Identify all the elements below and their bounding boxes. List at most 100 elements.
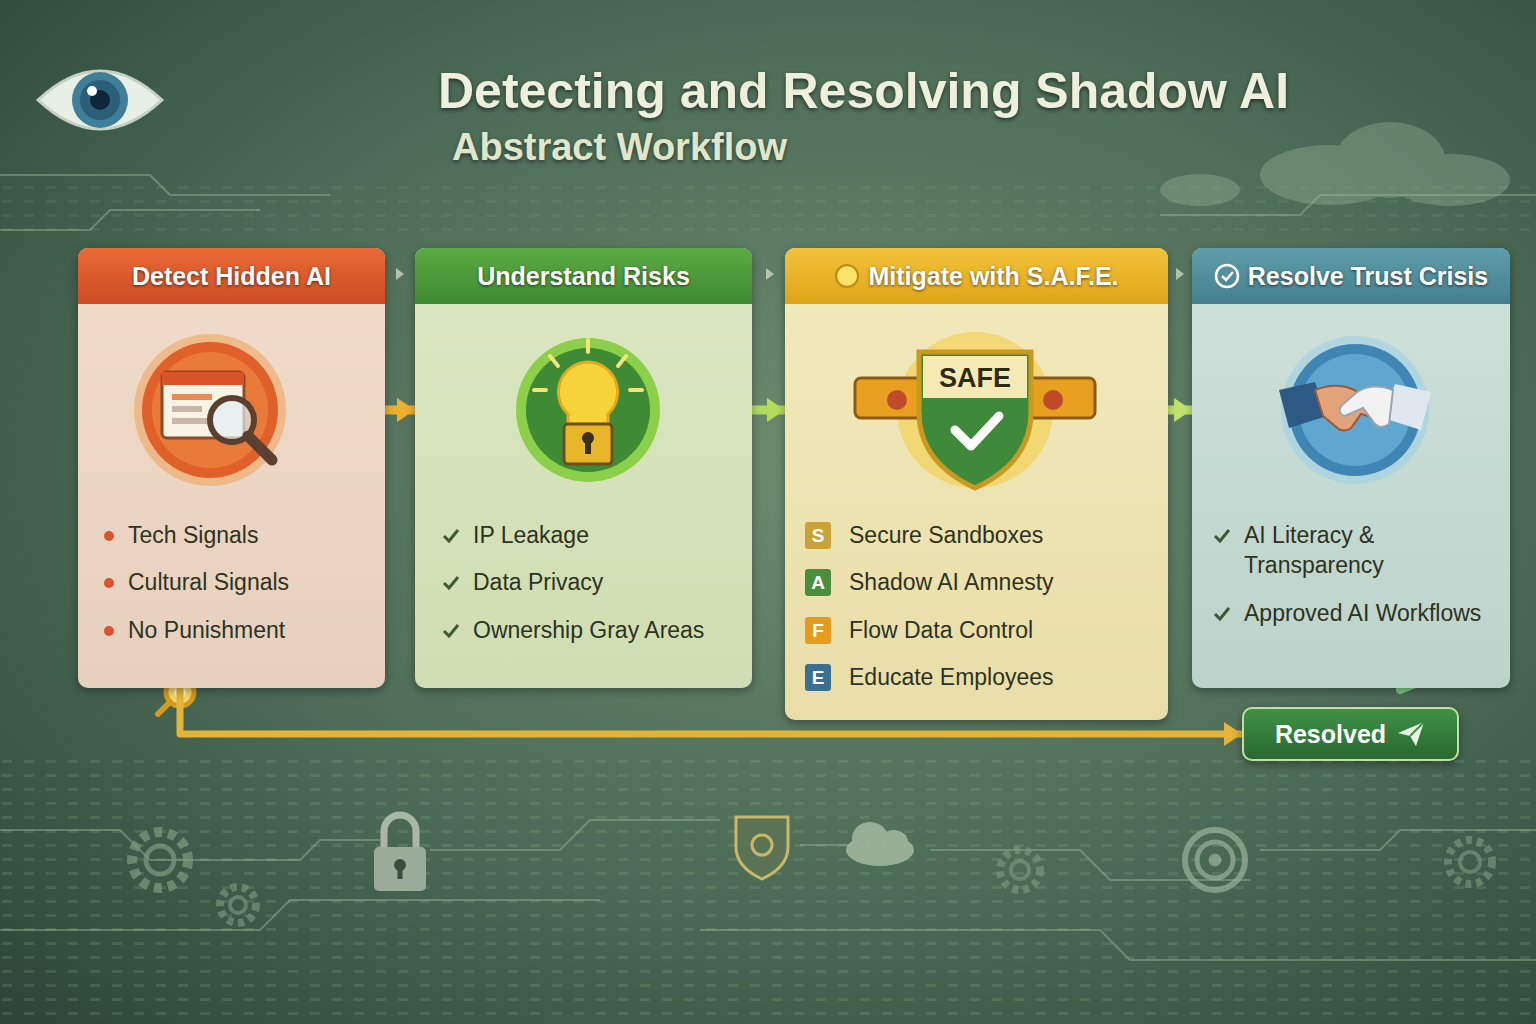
eye-icon	[80, 80, 120, 120]
panel-heading: Understand Risks	[477, 262, 690, 291]
bullet-dot	[104, 578, 114, 588]
detect-icon	[134, 334, 286, 486]
header-check	[1222, 272, 1233, 280]
panel-heading: Resolve Trust Crisis	[1248, 262, 1488, 291]
risk-icon	[526, 348, 650, 472]
cloud-icon	[846, 822, 914, 866]
circuit-lines	[0, 210, 260, 230]
circuit-lines	[800, 844, 850, 846]
gear	[1000, 850, 1040, 890]
safe-shield-icon	[919, 352, 1031, 488]
detect-icon	[172, 406, 202, 412]
paper-plane-icon	[1410, 722, 1424, 736]
risk-icon	[586, 340, 590, 352]
panel-header: Detect Hidden AI	[78, 248, 385, 304]
detect-icon	[142, 342, 278, 478]
flow-arrow	[385, 406, 415, 415]
lock-icon	[374, 815, 426, 891]
safe-shield-icon	[897, 332, 1053, 488]
safe-shield-icon	[887, 390, 907, 410]
magnifier-icon	[158, 702, 170, 714]
detect-icon	[248, 436, 272, 460]
circuit-lines	[430, 820, 720, 850]
item-list: IP LeakageData PrivacyOwnership Gray Are…	[415, 520, 752, 662]
list-item: Ownership Gray Areas	[415, 615, 752, 645]
safe-shield-icon	[923, 356, 1027, 398]
gear	[1209, 854, 1221, 866]
shield-label: SAFE	[939, 361, 1011, 395]
circuit-lines	[0, 900, 600, 930]
list-item: Educate Employees	[785, 662, 1168, 692]
flow-arrow	[1168, 406, 1192, 415]
item-list: AI Literacy & TransparencyApproved AI Wo…	[1192, 520, 1510, 645]
gear	[1185, 830, 1245, 890]
list-item: Tech Signals	[78, 520, 385, 550]
detect-icon	[120, 320, 300, 500]
check-mark	[444, 577, 458, 588]
circuit-lines	[0, 175, 330, 195]
flow-arrow	[752, 406, 785, 415]
risk-icon	[534, 388, 546, 392]
gear	[132, 832, 188, 888]
list-item: No Punishment	[78, 615, 385, 645]
gear	[220, 887, 256, 923]
gear	[1000, 850, 1040, 890]
list-item: Cultural Signals	[78, 567, 385, 597]
gear	[1460, 852, 1480, 872]
list-item: Secure Sandboxes	[785, 520, 1168, 550]
check-mark	[1215, 530, 1229, 541]
header-chevrons	[396, 268, 404, 280]
eye-icon	[72, 72, 128, 128]
risk-icon	[564, 424, 612, 464]
clouds	[1160, 174, 1240, 206]
circuit-lines	[700, 930, 1536, 960]
handshake-icon	[1340, 386, 1393, 427]
paper-plane-icon	[1398, 722, 1424, 746]
safe-shield-icon	[845, 320, 1105, 500]
clouds	[1390, 154, 1510, 206]
shield-icon	[736, 817, 788, 879]
circuit-lines	[1260, 830, 1536, 850]
circuit-lines	[1160, 195, 1536, 215]
panel-heading: Mitigate with S.A.F.E.	[868, 262, 1118, 291]
cloud-icon	[880, 830, 908, 854]
panel-header: Understand Risks	[415, 248, 752, 304]
eye-icon	[38, 71, 162, 129]
header-check	[1214, 263, 1240, 289]
lock-icon	[398, 867, 403, 879]
lock-icon	[384, 815, 416, 847]
gear	[146, 846, 174, 874]
list-item: Approved AI Workflows	[1192, 598, 1510, 628]
item-list: Secure SandboxesShadow AI AmnestyFlow Da…	[785, 520, 1168, 709]
risk-icon	[630, 388, 642, 392]
gear	[230, 897, 246, 913]
letter-badge: S	[805, 522, 831, 549]
eye-icon	[38, 71, 162, 129]
ground	[0, 760, 1536, 1024]
check-mark	[444, 530, 458, 541]
letter-badge: E	[805, 664, 831, 691]
shield-icon	[752, 835, 772, 855]
risk-icon	[498, 320, 678, 500]
bullet-dot	[104, 626, 114, 636]
detect-icon	[152, 352, 268, 468]
detect-icon	[172, 418, 208, 424]
risk-icon	[550, 356, 558, 366]
risk-icon	[618, 356, 626, 366]
step-panel: Understand Risks IP LeakageData PrivacyOw…	[415, 248, 752, 688]
header-chevrons	[766, 268, 774, 280]
check-mark	[1215, 608, 1229, 619]
step-panel: Resolve Trust Crisis AI Literacy & Transp…	[1192, 248, 1510, 688]
header-check	[1216, 265, 1238, 287]
status-text: Resolved	[1275, 720, 1386, 749]
bullet-dot	[104, 531, 114, 541]
panel-header: Resolve Trust Crisis	[1192, 248, 1510, 304]
gear	[1011, 861, 1029, 879]
detect-icon	[172, 394, 212, 400]
subtitle: Abstract Workflow	[452, 126, 787, 169]
shield-icon	[736, 817, 788, 879]
gear	[1448, 840, 1492, 884]
